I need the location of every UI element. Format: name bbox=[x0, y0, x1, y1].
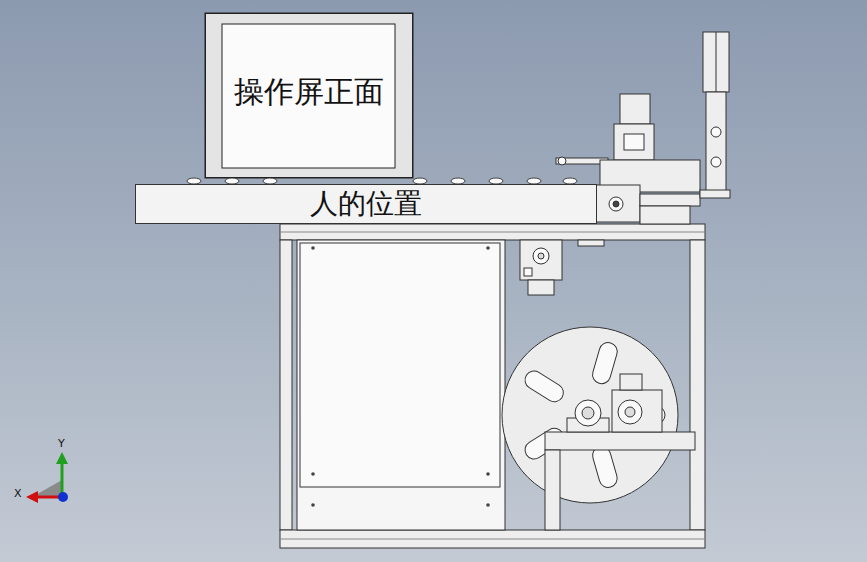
node-label: 操作屏正面 bbox=[234, 75, 384, 108]
screen-box: 操作屏正面 bbox=[205, 13, 413, 178]
drive-unit bbox=[545, 374, 695, 530]
screen-frame bbox=[205, 13, 413, 178]
axis-label: Y bbox=[58, 437, 65, 450]
table-band: 人的位置 bbox=[135, 184, 597, 224]
node-label: 人的位置 bbox=[310, 189, 422, 220]
upper-motor bbox=[520, 240, 604, 295]
frame bbox=[280, 224, 705, 548]
axis-label: X bbox=[14, 487, 22, 500]
cabinet bbox=[297, 240, 505, 530]
reel bbox=[502, 327, 678, 503]
axis-triad bbox=[26, 452, 68, 503]
